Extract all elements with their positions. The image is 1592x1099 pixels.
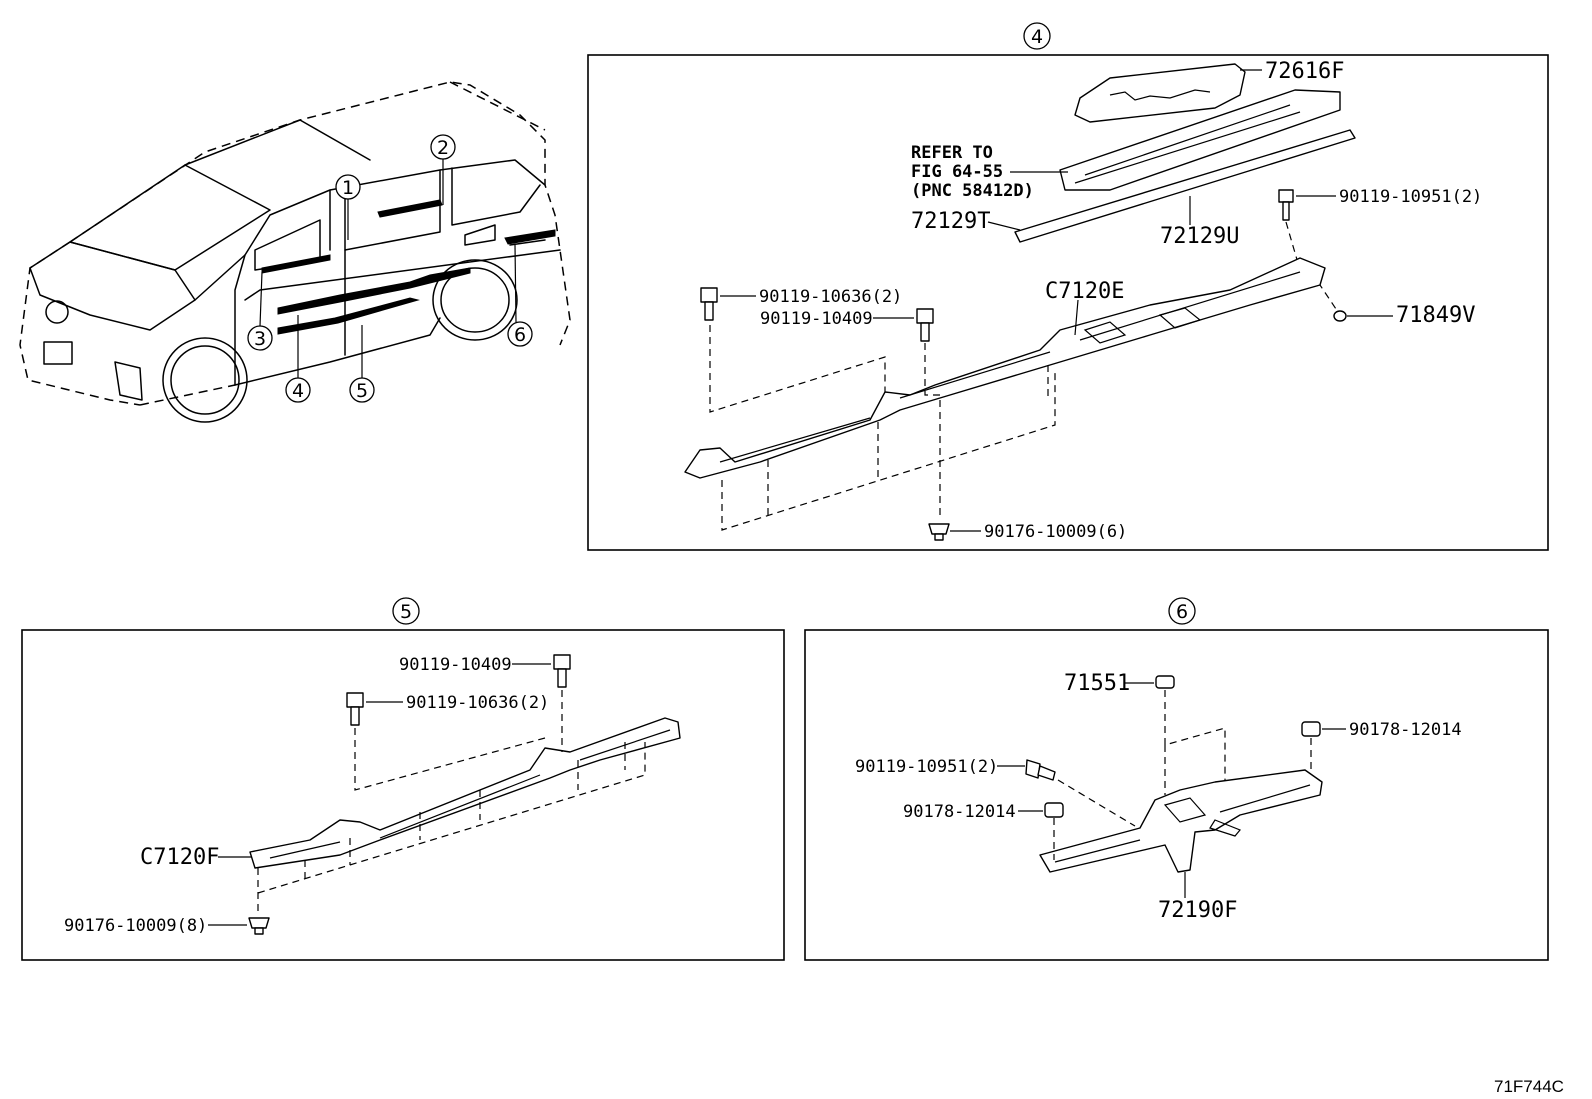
section-4-frame [587,54,1549,551]
section-6-frame [804,629,1549,961]
section-6-index: 6 [1176,601,1188,623]
svg-text:5: 5 [356,380,368,402]
step-frame-72129U [1059,89,1341,191]
nut-90178-12014-right-icon [1301,721,1321,737]
label-71849V: 71849V [1396,303,1475,328]
overview-callout-4: 4 [285,315,311,403]
section-5: 5 90119-10409 90119-10636(2) C7120F [21,597,785,961]
section-5-index-circle [392,597,420,625]
label-90176-10009-8: 90176-10009(8) [64,916,207,936]
clip-90176-10009-icon [928,523,950,541]
figure-code: 71F744C [1494,1077,1564,1096]
label-72190F: 72190F [1158,898,1237,923]
overview-callout-2: 2 [430,134,456,205]
bolt-90119-10409-s5-icon [553,654,571,688]
overview-callout-1: 1 [335,174,361,240]
svg-text:2: 2 [437,137,449,159]
step-cover-72129T [1014,129,1356,243]
label-72129T: 72129T [911,209,990,234]
refer-to-line-2: FIG 64-55 [911,162,1003,182]
section-4-index: 4 [1031,26,1043,48]
bolt-90119-10636-icon [700,287,718,321]
overview-callout-5: 5 [349,325,375,403]
bolt-90119-10951-icon [1278,189,1294,221]
refer-to-line-1: REFER TO [911,143,993,163]
nut-71551-icon [1155,675,1175,689]
refer-to-line-3: (PNC 58412D) [911,181,1034,201]
label-71551: 71551 [1064,671,1130,696]
bolt-90119-10409-icon [916,308,934,342]
overview-callout-6: 6 [507,244,533,347]
label-90119-10951: 90119-10951(2) [1339,187,1482,207]
bolt-90119-10636-s5-icon [346,692,364,726]
bolt-90119-10951-s6-icon [1025,759,1056,781]
label-C7120E: C7120E [1045,279,1124,304]
vehicle-overview [19,81,571,423]
bracket-72190F [1039,769,1323,873]
section-6-index-circle [1168,597,1196,625]
section-6: 6 71551 90178-12014 90119-10951(2) 90178… [804,597,1549,961]
svg-text:6: 6 [514,324,526,346]
svg-text:3: 3 [254,328,266,350]
clip-90176-10009-s5-icon [248,917,270,935]
sill-bracket-C7120F [249,717,681,869]
label-90119-10409-s5: 90119-10409 [399,655,512,675]
label-72129U: 72129U [1160,224,1239,249]
label-90176-10009-6: 90176-10009(6) [984,522,1127,542]
label-C7120F: C7120F [140,845,219,870]
overview-callout-3: 3 [247,271,273,351]
section-4-index-circle [1023,22,1051,50]
label-72616F: 72616F [1265,59,1344,84]
label-90178-12014-left: 90178-12014 [903,802,1016,822]
section-5-index: 5 [400,601,412,623]
nut-71849V-icon [1333,310,1347,322]
svg-text:1: 1 [342,177,354,199]
scuff-plate-72616F [1074,63,1246,123]
section-5-frame [21,629,785,961]
section-4: 4 72616F 72129U REFER TO FIG 64-55 (PNC … [587,22,1549,551]
label-90178-12014-right: 90178-12014 [1349,720,1462,740]
label-90119-10636: 90119-10636(2) [759,287,902,307]
label-90119-10409: 90119-10409 [760,309,873,329]
label-90119-10951-s6: 90119-10951(2) [855,757,998,777]
label-90119-10636-s5: 90119-10636(2) [406,693,549,713]
nut-90178-12014-left-icon [1044,802,1064,818]
svg-text:4: 4 [292,380,304,402]
